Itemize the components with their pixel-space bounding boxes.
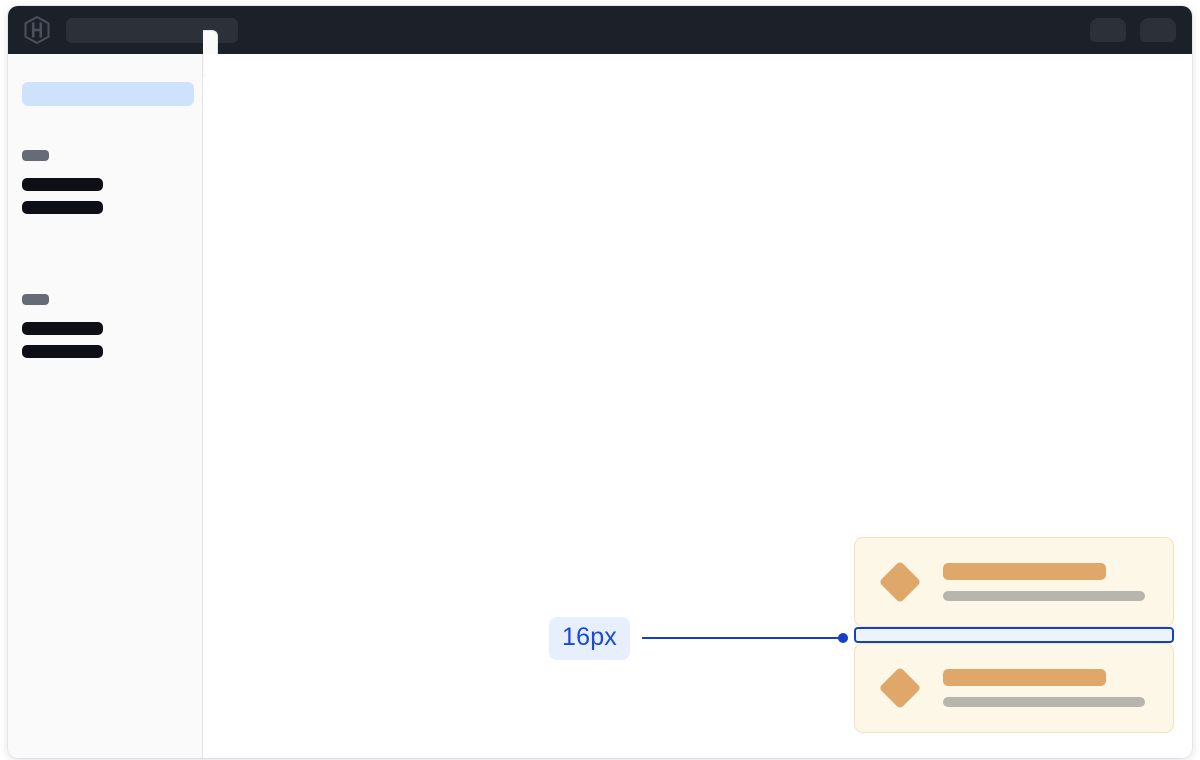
measure-endpoint-dot-icon xyxy=(838,633,849,643)
sidebar-item-active[interactable] xyxy=(22,82,194,106)
sidebar-group-1 xyxy=(22,150,103,224)
avatar-chip-icon[interactable] xyxy=(1140,18,1176,42)
sidebar-item[interactable] xyxy=(22,201,103,214)
diamond-icon xyxy=(878,666,922,710)
list-item-text xyxy=(943,669,1177,707)
list-item[interactable] xyxy=(854,643,1174,733)
design-canvas: 16px xyxy=(204,54,1192,758)
sidebar-item[interactable] xyxy=(22,178,103,191)
sidebar-group-2 xyxy=(22,294,103,368)
measurement-value-label: 16px xyxy=(549,616,631,660)
list-item-title xyxy=(943,669,1106,686)
list-item-text xyxy=(943,563,1177,601)
sidebar-item[interactable] xyxy=(22,322,103,335)
sidebar-group-label xyxy=(22,150,49,161)
card-stack xyxy=(854,537,1174,733)
measurement-leader-line xyxy=(642,637,840,639)
diamond-icon xyxy=(878,560,922,604)
sidebar-group-label xyxy=(22,294,49,305)
sidebar-item[interactable] xyxy=(22,345,103,358)
sidebar xyxy=(8,54,203,758)
app-window: 16px xyxy=(8,6,1192,758)
list-item-subtitle xyxy=(943,697,1145,707)
list-item-title xyxy=(943,563,1106,580)
top-bar xyxy=(8,6,1192,54)
list-item[interactable] xyxy=(854,537,1174,627)
list-item-subtitle xyxy=(943,591,1145,601)
measurement-annotation: 16px xyxy=(549,616,849,660)
account-chip-icon[interactable] xyxy=(1090,18,1126,42)
hexagon-h-logo-icon[interactable] xyxy=(24,16,50,44)
gap-measurement-highlight[interactable] xyxy=(854,627,1174,643)
